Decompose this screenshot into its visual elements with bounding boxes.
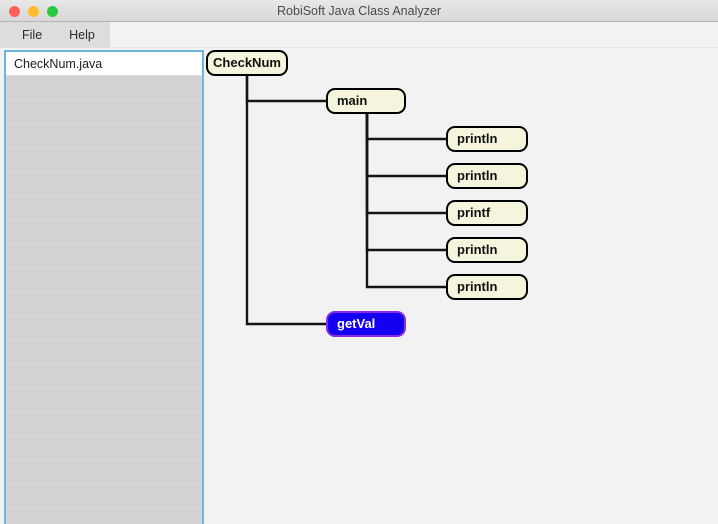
edge-main-to-p5 [365,114,446,289]
minimize-button[interactable] [28,6,39,17]
file-list-empty-row [6,316,202,340]
window-title: RobiSoft Java Class Analyzer [277,4,441,18]
edge-main-to-p2 [365,114,446,178]
menu-bar: File Help [0,22,718,48]
file-list-panel[interactable]: CheckNum.java [4,50,204,524]
file-list-empty-row [6,484,202,508]
diagram-node-p1[interactable]: println [446,126,528,152]
diagram-node-p3[interactable]: printf [446,200,528,226]
diagram-node-main[interactable]: main [326,88,406,114]
file-list-empty-row [6,508,202,524]
file-list-empty-row [6,244,202,268]
diagram-node-checknum[interactable]: CheckNum [206,50,288,76]
file-list-empty-row [6,148,202,172]
edge-main-to-p4 [365,114,446,252]
file-list-empty-row [6,412,202,436]
menu-item-help[interactable]: Help [69,28,95,42]
file-list-empty-row [6,292,202,316]
file-list-item[interactable]: CheckNum.java [6,52,202,76]
window-controls [9,6,58,17]
edge-checknum-to-main [245,76,326,103]
file-list-empty-row [6,268,202,292]
edge-checknum-to-getval [245,76,326,326]
close-button[interactable] [9,6,20,17]
file-list-empty-row [6,460,202,484]
diagram-node-p4[interactable]: println [446,237,528,263]
maximize-button[interactable] [47,6,58,17]
file-list-empty-row [6,196,202,220]
menu-item-file[interactable]: File [22,28,43,42]
file-list-empty-row [6,172,202,196]
file-list-empty-row [6,364,202,388]
file-list-empty-row [6,220,202,244]
diagram-node-p5[interactable]: println [446,274,528,300]
diagram-node-getval[interactable]: getVal [326,311,406,337]
file-list-empty-row [6,124,202,148]
menu-items-container: File Help [0,22,110,48]
edge-main-to-p1 [365,114,446,141]
file-list-empty-row [6,436,202,460]
diagram-node-p2[interactable]: println [446,163,528,189]
file-list-empty-row [6,100,202,124]
diagram-edges [245,76,446,326]
class-diagram-canvas: CheckNum main println println printf println p… [206,48,718,524]
file-list-empty-row [6,340,202,364]
file-list-empty-row [6,388,202,412]
edge-main-to-p3 [365,114,446,215]
title-bar: RobiSoft Java Class Analyzer [0,0,718,22]
file-list-empty-row [6,76,202,100]
